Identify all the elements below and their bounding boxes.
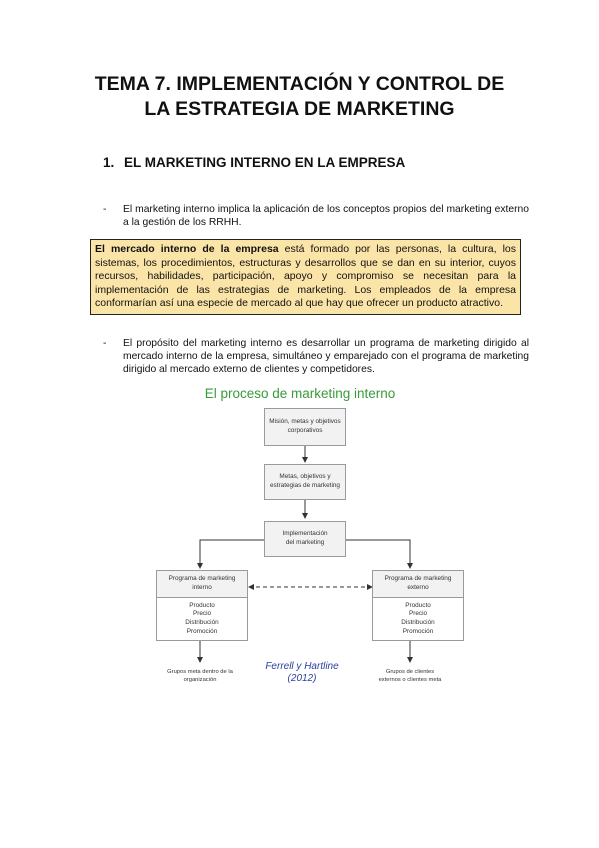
- mix-item: Distribución: [401, 619, 435, 626]
- arrow-3-right: [346, 539, 413, 569]
- external-target-caption: Grupos de clientes externos o clientes m…: [360, 668, 460, 684]
- section-number: 1.: [103, 155, 115, 170]
- caption-line: organización: [183, 677, 217, 683]
- bullet-text: El propósito del marketing interno es de…: [123, 338, 529, 376]
- box-line: Programa de marketing: [384, 575, 452, 583]
- diagram-box-mission: Misión, metas y objetivos corporativos: [264, 408, 346, 446]
- mix-item: Precio: [192, 610, 212, 618]
- external-program-header: Programa de marketing externo: [372, 570, 464, 598]
- credit-author: Ferrell y Hartline: [265, 661, 339, 672]
- internal-program-items: Producto Precio Distribución Promoción: [156, 597, 248, 641]
- internal-target-caption: Grupos meta dentro de la organización: [150, 668, 250, 684]
- page-title: TEMA 7. IMPLEMENTACIÓN Y CONTROL DE LA E…: [40, 72, 559, 122]
- mix-item: Producto: [405, 601, 431, 609]
- box-line: del marketing: [285, 539, 325, 546]
- arrow-3-left: [197, 539, 265, 569]
- box-line: externo: [407, 584, 429, 591]
- mix-item: Promoción: [402, 627, 434, 635]
- diagram-credit: Ferrell y Hartline (2012): [262, 661, 342, 685]
- bullet-dash: -: [103, 338, 107, 349]
- box-line: estrategias de marketing: [270, 482, 340, 489]
- diagram-box-goals: Metas, objetivos y estrategias de market…: [264, 464, 346, 500]
- highlight-box: El mercado interno de la empresa está fo…: [90, 239, 521, 315]
- credit-year: (2012): [287, 673, 317, 684]
- diagram-title: El proceso de marketing interno: [204, 386, 396, 401]
- box-line: corporativos: [287, 427, 323, 434]
- box-line: Implementación: [282, 530, 328, 538]
- title-line-2: LA ESTRATEGIA DE MARKETING: [144, 98, 455, 120]
- mix-item: Promoción: [186, 627, 218, 635]
- bullet-text: El marketing interno implica la aplicaci…: [123, 204, 529, 229]
- caption-line: Grupos de clientes: [385, 669, 435, 675]
- bullet-dash: -: [103, 204, 107, 215]
- mix-item: Producto: [189, 601, 215, 609]
- box-line: Programa de marketing: [168, 575, 236, 583]
- box-line: interno: [192, 584, 212, 591]
- section-title: EL MARKETING INTERNO EN LA EMPRESA: [124, 155, 406, 170]
- box-line: Misión, metas y objetivos: [269, 418, 341, 426]
- diagram-box-implementation: Implementación del marketing: [264, 521, 346, 557]
- highlight-text: está formado por las personas, la cultur…: [95, 243, 516, 310]
- box-line: Metas, objetivos y: [279, 473, 331, 481]
- highlight-bold-lead: El mercado interno de la empresa: [95, 243, 279, 255]
- external-program-items: Producto Precio Distribución Promoción: [372, 597, 464, 641]
- section-heading: 1. EL MARKETING INTERNO EN LA EMPRESA: [103, 155, 405, 170]
- mix-item: Distribución: [185, 619, 219, 626]
- caption-line: Grupos meta dentro de la: [167, 669, 233, 675]
- internal-program-header: Programa de marketing interno: [156, 570, 248, 598]
- caption-line: externos o clientes meta: [378, 677, 442, 683]
- mix-item: Precio: [408, 610, 428, 618]
- title-line-1: TEMA 7. IMPLEMENTACIÓN Y CONTROL DE: [94, 73, 505, 95]
